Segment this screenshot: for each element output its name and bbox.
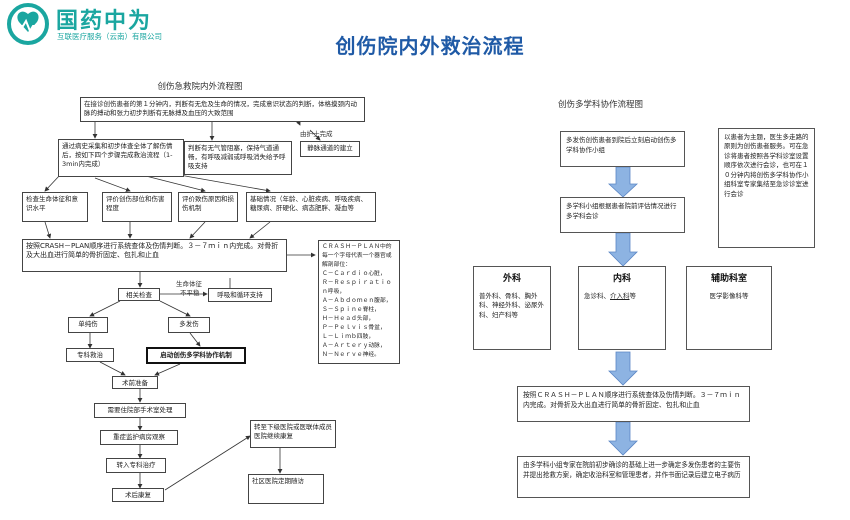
right-flowchart-title: 创伤多学科协作流程图 — [558, 100, 644, 110]
final-decision-box: 由多学科小组专家在院前初步确诊的基础上进一步确定多发伤患者的主要伤并提出抢救方案… — [517, 456, 750, 498]
arrow-down-icon — [608, 232, 638, 267]
mdt-consult-box: 多学科小组根据患者院前评估情况进行多学科会诊 — [560, 197, 685, 233]
life-support-box: 呼吸和循环支持 — [208, 288, 272, 302]
crash-plan-intro: ＣＲＡＳＨ－ＰＬＡＮ中的每一个字母代表一个器官或解剖部位： — [322, 244, 392, 268]
right-crash-plan-box: 按照ＣＲＡＳＨ－ＰＬＡＮ顺序进行系统查体及伤情判断。３－７ｍｉｎ内完成。对骨折及… — [517, 386, 750, 422]
aux-dept-body: 医学影像科等 — [709, 291, 749, 300]
logo: 国药中为 互联医疗服务（云南）有限公司 — [6, 2, 206, 46]
crash-plan-item: Ｓ－Ｓｐｉｎｅ脊柱， — [322, 306, 380, 313]
left-flowchart-title: 创伤急救院内外流程图 — [157, 82, 243, 92]
crash-plan-item: Ｈ－Ｈｅａｄ头部， — [322, 315, 375, 322]
internal-dept-body-pre: 急诊科、 — [584, 291, 610, 300]
crash-plan-item: Ｎ－Ｎｅｒｖｅ神经。 — [322, 351, 380, 358]
internal-dept-box: 内科 急诊科、介入科等 — [578, 266, 666, 350]
nurse-done-label: 由护士完成 — [300, 130, 333, 138]
surgery-dept-title: 外科 — [502, 274, 521, 284]
injury-site-box: 评价创伤部位和伤害程度 — [102, 192, 172, 222]
crash-plan-legend: ＣＲＡＳＨ－ＰＬＡＮ中的每一个字母代表一个器官或解剖部位： Ｃ－Ｃａｒｄｉｏ心脏… — [318, 240, 400, 364]
crash-plan-item: Ａ－Ａｒｔｅｒｙ动脉， — [322, 342, 386, 349]
mdt-start-box: 多发伤创伤患者到院后立刻启动创伤多学科协作小组 — [560, 131, 685, 167]
crash-plan-item: Ｃ－Ｃａｒｄｉｏ心脏， — [322, 270, 386, 277]
vitals-unstable-label: 生命体征 — [176, 280, 202, 288]
single-injury-box: 单纯伤 — [68, 317, 108, 333]
injury-cause-box: 评价致伤原因和损伤机制 — [178, 192, 238, 222]
interventional-link[interactable]: 介入科 — [610, 291, 630, 300]
aux-dept-box: 辅助科室 医学影像科等 — [686, 266, 772, 350]
main-title: 创伤院内外救治流程 — [335, 34, 525, 58]
four-step-assess-box: 通过病史采集和初步体查全体了解伤情后，按如下四个步骤完成救治流程（1-3min内… — [58, 139, 184, 177]
logo-brand: 国药中为 — [56, 9, 153, 34]
vital-signs-box: 检查生命体征和意识水平 — [22, 192, 88, 222]
vitals-unstable-label-2: 不平稳 — [180, 289, 200, 297]
patient-centered-note: 以患者为主题，医生多走路的原则为创伤患者服务。可在急诊将患者按照各学科诊室设置顺… — [718, 128, 815, 248]
aux-dept-title: 辅助科室 — [710, 274, 747, 284]
surgery-dept-body: 普外科、骨科、胸外科、神经外科、泌尿外科、妇产科等 — [479, 291, 544, 320]
or-handling-box: 需要住院部手术室处理 — [94, 403, 186, 418]
post-rehab-box: 术后康复 — [112, 488, 164, 502]
arrow-down-icon — [607, 166, 639, 198]
crash-plan-item: Ｐ－Ｐｅｌｖｉｓ骨盆， — [322, 324, 386, 331]
basic-condition-box: 基础情况（年龄、心脏疾病、呼吸疾病、糖尿病、肝硬化、病态肥胖、凝血等 — [246, 192, 376, 222]
initial-assessment-box: 在接诊创伤患者的第１分钟内，判断有无危及生命的情况，完成意识状态的判断，体格摸颈… — [80, 97, 365, 122]
arrow-down-icon — [608, 421, 638, 456]
internal-dept-body-post: 等 — [629, 291, 637, 300]
vein-access-box: 静脉通道的建立 — [300, 141, 360, 157]
transfer-ward-box: 转入专科治疗 — [106, 458, 166, 473]
surgery-prep-box: 术前准备 — [112, 376, 158, 389]
crash-plan-item: Ｒ－Ｒｅｓｐｉｒａｔｉｏｎ呼吸， — [322, 279, 392, 295]
related-check-box: 相关检查 — [118, 288, 160, 301]
logo-emblem-icon — [7, 3, 49, 45]
crash-plan-item: Ｌ－Ｌｉｍｂ四肢， — [322, 333, 375, 340]
crash-plan-item: Ａ－Ａｂｄｏｍｅｎ腹部， — [322, 297, 392, 304]
icu-box: 重症监护病房观察 — [100, 430, 178, 445]
surgery-dept-box: 外科 普外科、骨科、胸外科、神经外科、泌尿外科、妇产科等 — [473, 266, 551, 350]
community-visit-box: 社区医院定期随访 — [248, 474, 324, 504]
internal-dept-body: 急诊科、介入科等 — [584, 292, 660, 302]
start-mdt-box: 启动创伤多学科协作机制 — [146, 347, 246, 364]
arrow-down-icon — [608, 351, 638, 386]
specialty-rescue-box: 专科救治 — [66, 348, 114, 362]
internal-dept-title: 内科 — [612, 274, 631, 284]
multiple-injury-box: 多发伤 — [168, 317, 210, 333]
transfer-lower-hospital-box: 转至下级医院或医联体成员医院继续康复 — [250, 420, 336, 448]
crash-plan-exam-box: 按照CRASH－PLAN顺序进行系统查体及伤情判断。３－７ｍｉｎ内完成。对骨折及… — [22, 239, 287, 272]
logo-subtitle: 互联医疗服务（云南）有限公司 — [57, 32, 162, 41]
airway-support-box: 判断有无气管阻塞，保持气道通畅，有呼吸减弱或呼吸消失给予呼吸支持 — [184, 141, 292, 175]
